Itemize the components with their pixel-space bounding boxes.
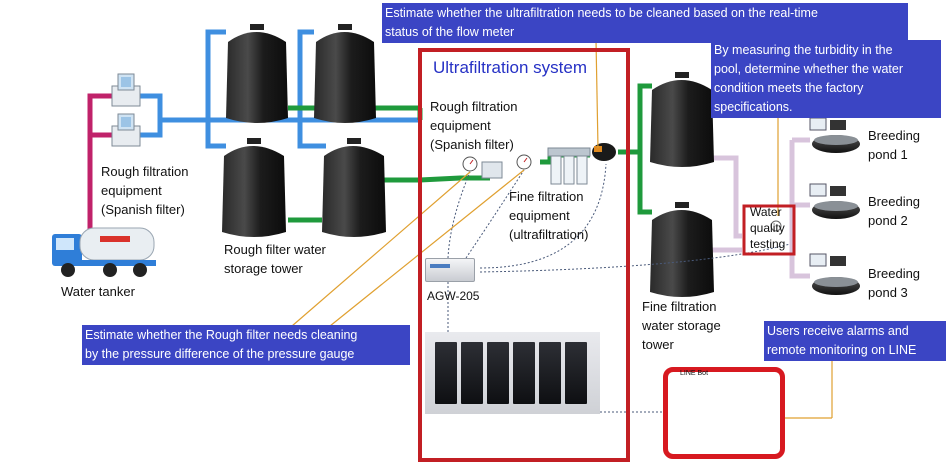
callout-rough-filter-cleaning: Estimate whether the Rough filter needs … (82, 325, 410, 365)
data-center-image (425, 332, 600, 414)
pond-3-label: Breeding pond 3 (868, 266, 921, 300)
line-bot-label: LINE Bot (680, 370, 709, 377)
water-tanker-label: Water tanker (61, 284, 135, 299)
line-bot-frame (663, 367, 785, 459)
agw-205-device (425, 258, 475, 282)
spanish-filter-icons (111, 73, 141, 147)
callout-alarms: Users receive alarms and remote monitori… (764, 321, 946, 361)
rough-filtration-left-label: Rough filtration equipment (Spanish filt… (101, 164, 189, 217)
water-tanker-icon (52, 227, 156, 277)
rough-storage-label: Rough filter water storage tower (224, 242, 326, 276)
fine-storage-tanks (650, 72, 714, 297)
breeding-ponds (809, 117, 860, 295)
water-quality-frame (742, 204, 796, 256)
callout-ultrafiltration-cleaning: Estimate whether the ultrafiltration nee… (382, 3, 908, 43)
rough-filtration-inner-label: Rough filtration equipment (Spanish filt… (430, 99, 518, 152)
fine-storage-label: Fine filtration water storage tower (642, 299, 721, 352)
callout-turbidity: By measuring the turbidity in the pool, … (711, 40, 941, 118)
ultrafiltration-system-title: Ultrafiltration system (433, 58, 587, 77)
pond-1-label: Breeding pond 1 (868, 128, 921, 162)
fine-filtration-label: Fine filtration equipment (ultrafiltrati… (509, 189, 589, 242)
rough-storage-tanks (222, 24, 386, 237)
water-quality-label: Water quality testing (750, 205, 786, 251)
leader-lines (291, 39, 833, 419)
gateway-label: AGW-205 (427, 289, 480, 303)
pond-2-label: Breeding pond 2 (868, 194, 921, 228)
data-lines (447, 163, 791, 413)
ultrafiltration-frame (418, 48, 630, 462)
